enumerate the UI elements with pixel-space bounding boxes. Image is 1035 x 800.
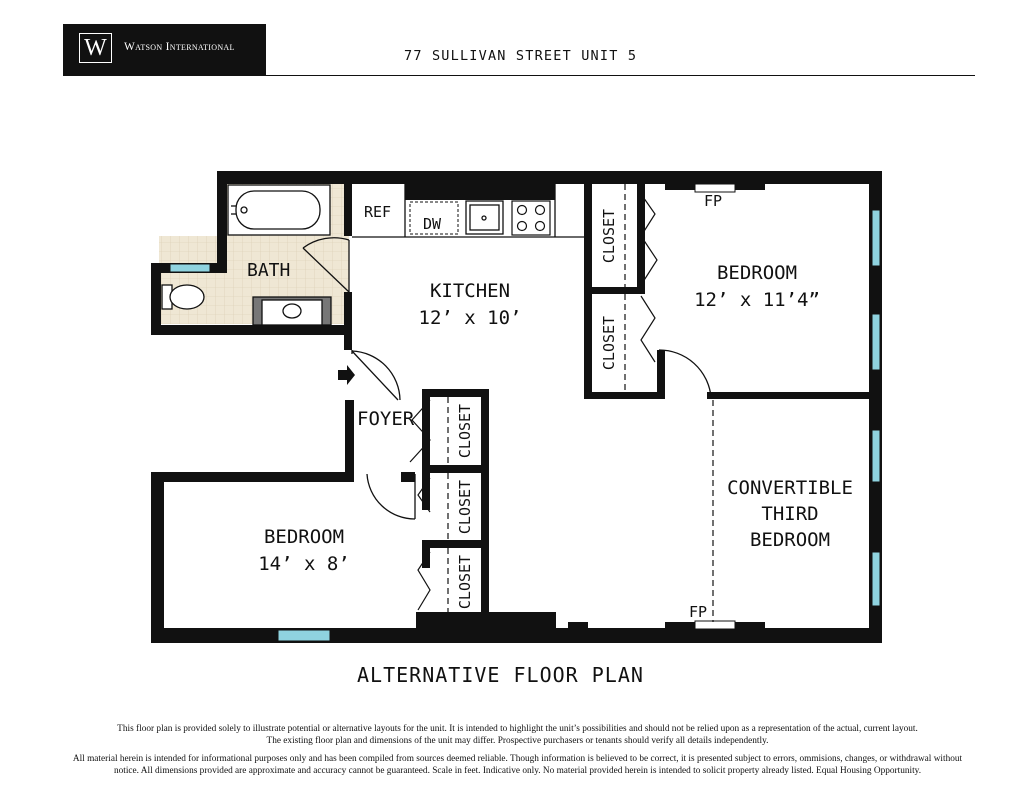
bedroom-1-dimensions: 12’ x 11’4” [694,289,820,311]
fireplace-bottom-label: FP [689,603,707,621]
bedroom-2-door [366,473,416,520]
foyer-label: FOYER [357,408,415,430]
interior-walls [344,184,882,628]
closet-label: CLOSET [456,555,474,609]
disclaimer-line: notice. All dimensions provided are appr… [113,766,922,776]
closet-label: CLOSET [456,480,474,534]
property-address: 77 SULLIVAN STREET UNIT 5 [404,48,638,64]
dw-label: DW [423,215,442,233]
kitchen-label: KITCHEN [430,280,510,302]
stove [511,200,551,236]
fireplace-top [694,183,736,193]
bathtub [227,184,331,236]
convertible-label-1: CONVERTIBLE [727,477,853,499]
kitchen-sink [465,200,504,235]
closet-label: CLOSET [600,316,618,370]
entry-door [351,350,401,401]
bath-door [302,237,350,293]
header-divider [266,75,975,76]
vanity [252,296,332,326]
entry-arrow-icon [338,365,355,385]
disclaimer-line: This floor plan is provided solely to il… [117,724,918,734]
bedroom-2-dimensions: 14’ x 8’ [258,553,350,575]
windows [169,209,881,642]
bedroom-door [658,349,712,398]
closet-doors-center [409,397,449,612]
ref-label: REF [364,203,391,221]
plan-title: ALTERNATIVE FLOOR PLAN [357,663,644,687]
exterior-walls [151,171,882,643]
kitchen-dimensions: 12’ x 10’ [419,307,522,329]
convertible-label-3: BEDROOM [750,529,830,551]
toilet [161,284,205,310]
closet-label: CLOSET [600,209,618,263]
disclaimer-line: The existing floor plan and dimensions o… [266,736,769,746]
bath-label: BATH [247,260,290,281]
convertible-label-2: THIRD [761,503,818,525]
closet-doors [624,184,658,392]
logo-mark: W [79,33,112,63]
brand-logo: W Watson International [63,24,266,76]
closet-label: CLOSET [456,404,474,458]
kitchen-counter [352,184,584,238]
fireplaces [568,184,765,628]
bedroom-1-label: BEDROOM [717,262,797,284]
bedroom-2-label: BEDROOM [264,526,344,548]
fireplace-top-label: FP [704,192,722,210]
brand-name: Watson International [124,41,235,53]
disclaimer-line: All material herein is intended for info… [72,754,963,764]
fireplace-bottom [694,620,736,630]
